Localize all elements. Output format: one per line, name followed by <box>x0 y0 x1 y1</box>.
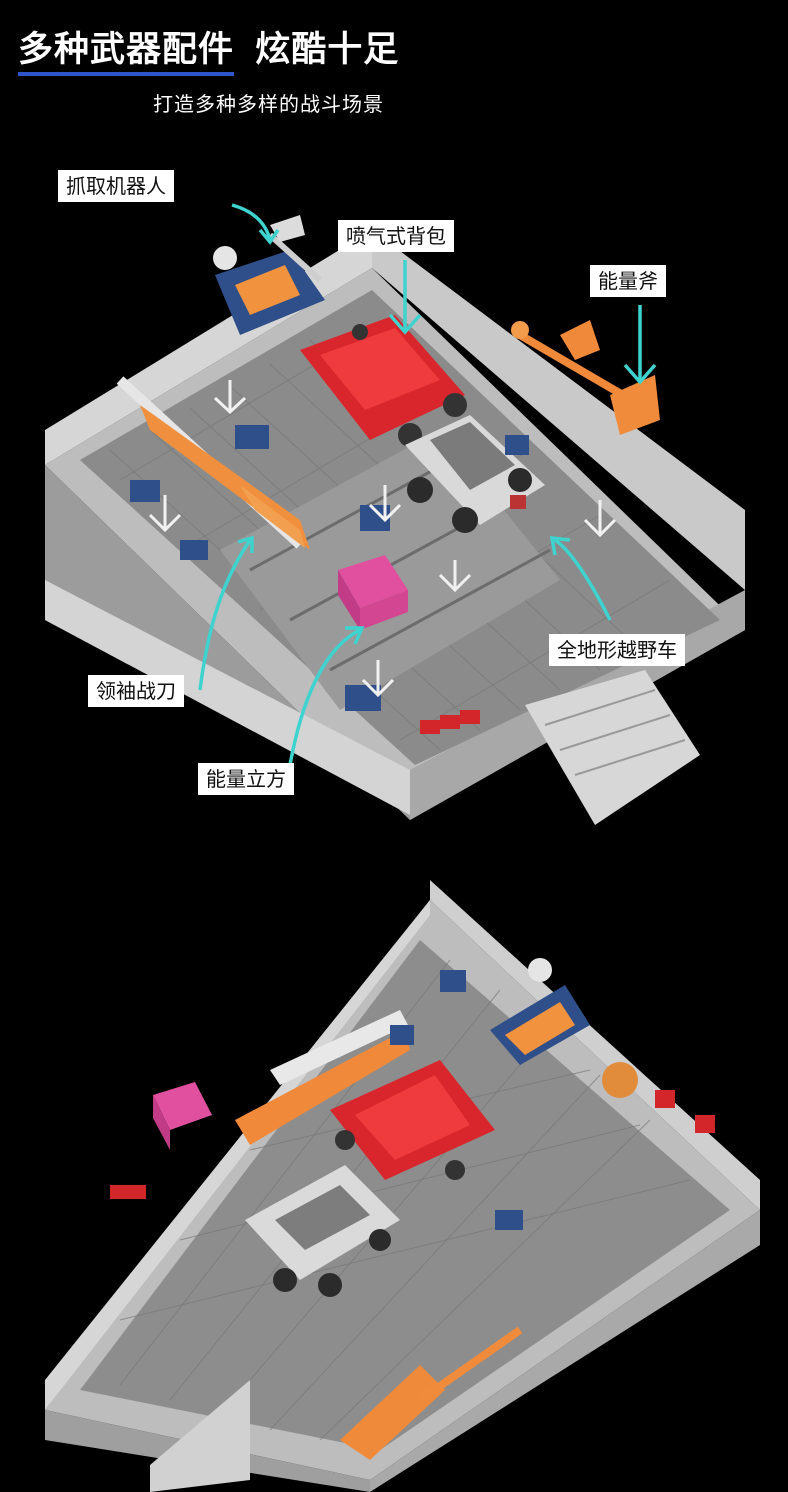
exploded-base-illustration <box>45 203 745 825</box>
assembled-axe <box>340 1326 523 1460</box>
title-underline <box>18 72 235 76</box>
callout-jetpack: 喷气式背包 <box>338 220 454 252</box>
callout-energy-axe: 能量斧 <box>590 265 666 297</box>
assembled-atv <box>245 1165 400 1297</box>
title-tail: 炫酷十足 <box>255 30 400 70</box>
white-arrows <box>148 380 617 698</box>
base-front-wall-face <box>45 580 410 815</box>
collar-blade-model <box>116 376 310 550</box>
assembled-red-parts <box>110 1090 715 1199</box>
front-fold-wall <box>150 1380 250 1492</box>
energy-axe-model <box>511 320 660 435</box>
assembled-blue-parts <box>390 970 523 1230</box>
header-subtitle: 打造多种多样的战斗场景 <box>153 92 384 116</box>
callout-energy-cube: 能量立方 <box>198 763 294 795</box>
callout-collar-blade: 领袖战刀 <box>88 675 184 707</box>
title-highlight: 多种武器配件 <box>18 28 235 76</box>
cyan-arrows <box>198 203 657 766</box>
ramp <box>525 670 700 825</box>
back-right-wall <box>372 230 745 590</box>
scene-assembled-view <box>0 880 788 1492</box>
header-title: 多种武器配件 炫酷十足 <box>18 28 400 76</box>
ramp-ribs <box>544 689 686 776</box>
callout-grab-robot: 抓取机器人 <box>58 170 174 202</box>
assembled-grab-robot <box>490 958 590 1065</box>
assembled-blade <box>235 1030 410 1145</box>
scene-exploded-view: 抓取机器人 喷气式背包 能量斧 领袖战刀 能量立方 全地形越野车 <box>0 150 788 840</box>
assembled-red-vehicle <box>330 1060 495 1180</box>
energy-cube-model <box>338 555 408 630</box>
assembled-base-illustration <box>45 880 760 1492</box>
callout-atv: 全地形越野车 <box>549 634 685 666</box>
assembled-floor <box>80 940 730 1450</box>
assembled-disc <box>602 1062 638 1098</box>
grab-robot-model <box>213 215 325 335</box>
jetpack-red-model <box>300 315 467 447</box>
blue-accessory-parts <box>130 425 529 711</box>
assembled-cube <box>153 1082 212 1150</box>
atv-model <box>405 415 545 533</box>
red-accessory-parts <box>420 710 480 734</box>
